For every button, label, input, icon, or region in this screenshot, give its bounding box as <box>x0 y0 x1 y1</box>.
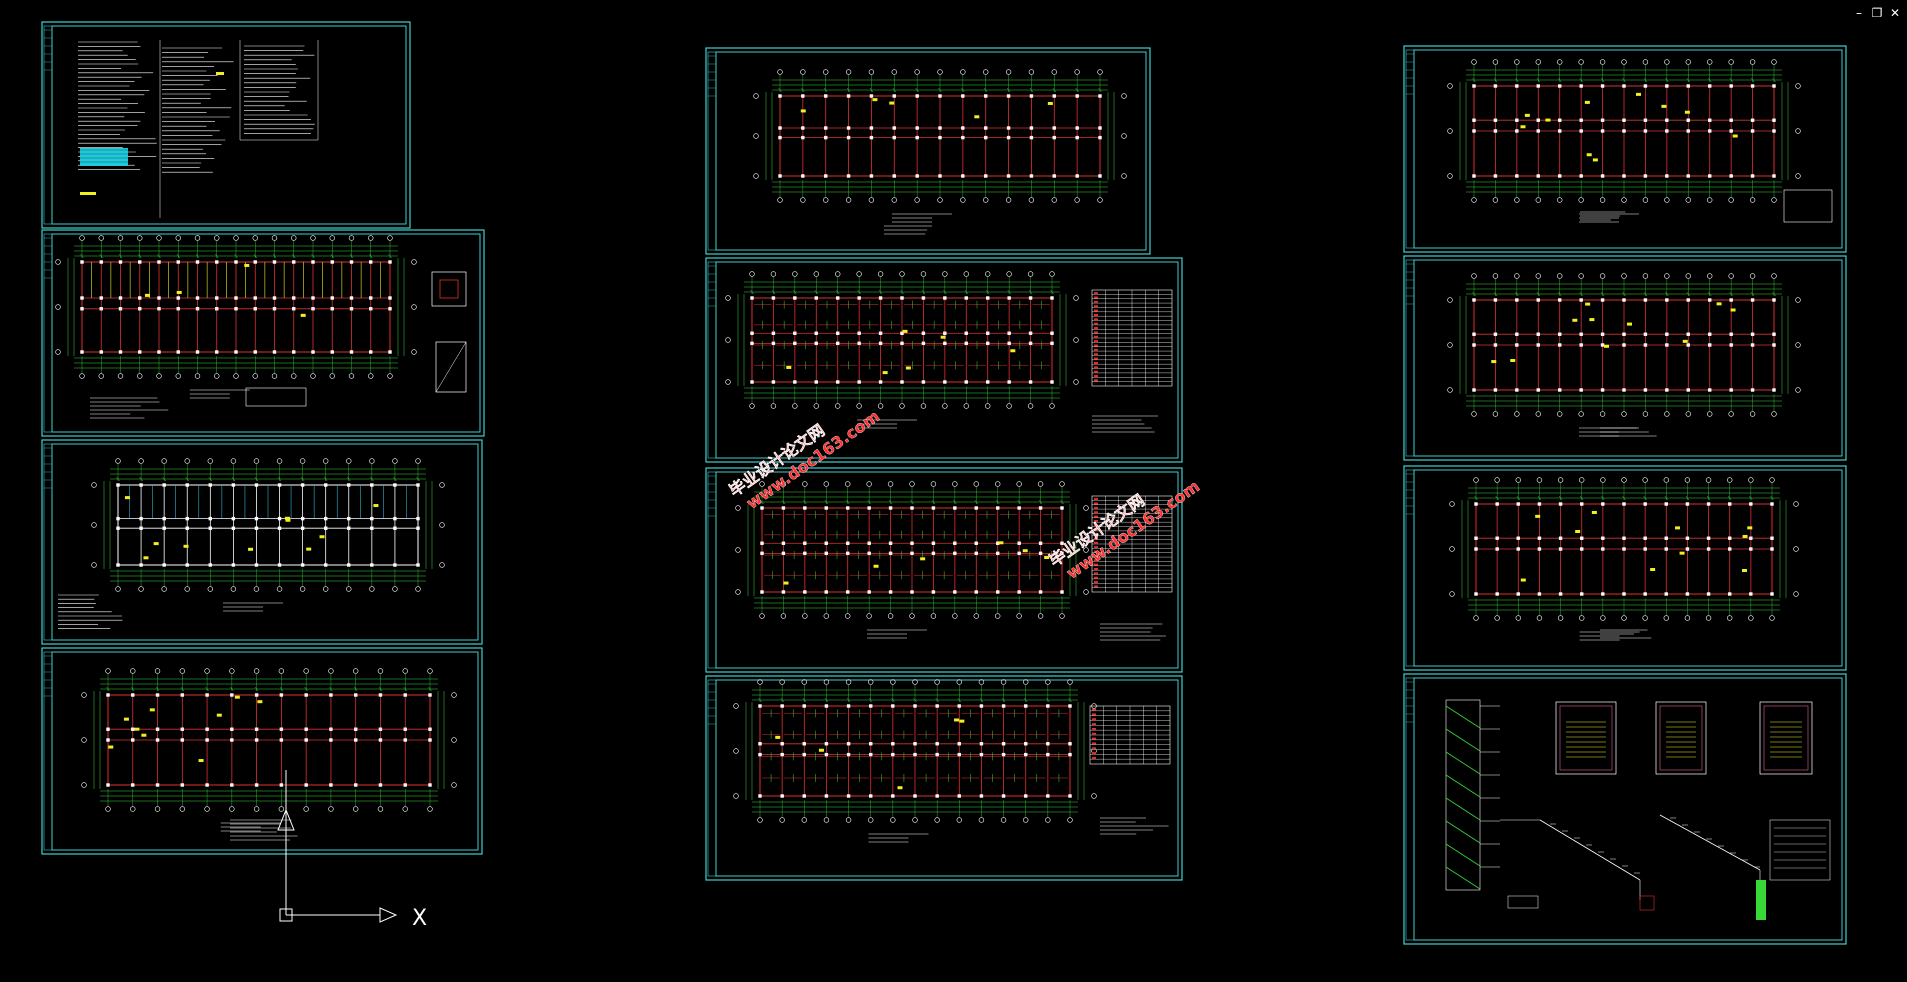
sheet-floor-plan-2[interactable] <box>41 647 483 855</box>
close-icon[interactable]: ✕ <box>1889 6 1901 20</box>
sheet-column-plan-2[interactable] <box>1403 255 1847 461</box>
ucs-icon: X <box>277 770 427 931</box>
sheet-column-plan-3[interactable] <box>1403 465 1847 671</box>
ucs-x-label: X <box>412 906 427 931</box>
sheet-roof-reinforcement[interactable] <box>705 675 1183 881</box>
sheet-beam-plan-1[interactable] <box>705 47 1151 255</box>
sheet-slab-reinforcement-2[interactable] <box>705 467 1183 673</box>
minimize-icon[interactable]: – <box>1856 6 1862 20</box>
sheet-foundation-plan[interactable] <box>41 229 485 437</box>
sheet-column-plan-1[interactable] <box>1403 45 1847 253</box>
sheet-design-notes[interactable] <box>41 21 411 229</box>
sheet-floor-plan-1[interactable] <box>41 439 483 645</box>
sheet-slab-reinforcement-1[interactable] <box>705 257 1183 463</box>
sheet-stair-details[interactable] <box>1403 673 1847 945</box>
restore-icon[interactable]: ❐ <box>1871 6 1883 20</box>
